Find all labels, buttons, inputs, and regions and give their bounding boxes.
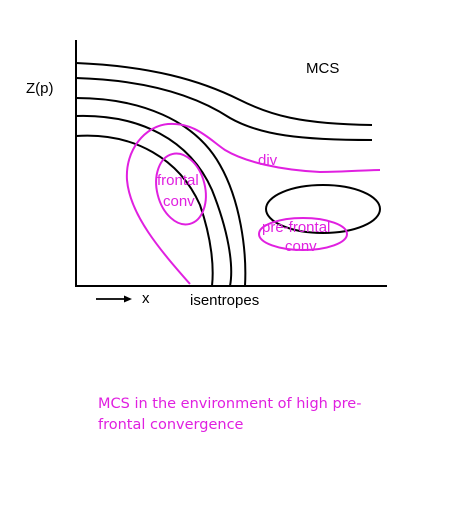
x-axis-label: x [142, 290, 150, 307]
z-axis-label: Z(p) [26, 80, 54, 97]
figure-caption: MCS in the environment of high pre- fron… [98, 394, 418, 436]
isentropes-group [75, 62, 381, 287]
frontal-conv-label-line2: conv [163, 193, 195, 210]
isentrope-1 [75, 62, 373, 126]
div-contour [125, 122, 381, 285]
mcs-ellipse [265, 184, 381, 234]
isentrope-3 [75, 97, 247, 287]
prefrontal-conv-ellipse [258, 217, 348, 251]
frontal-conv-label-line1: frontal [157, 172, 199, 189]
prefrontal-conv-label-line2: conv [285, 238, 317, 255]
mcs-label: MCS [306, 60, 339, 77]
caption-line-1: MCS in the environment of high pre- [98, 396, 362, 412]
frontal-conv-ellipse [155, 152, 207, 226]
isentrope-2 [75, 77, 373, 141]
div-label: div [258, 152, 278, 169]
isentropes-label: isentropes [190, 292, 259, 309]
caption-line-2: frontal convergence [98, 417, 244, 433]
isentrope-4 [75, 114, 233, 287]
prefrontal-conv-label-line1: pre-frontal [262, 219, 330, 236]
isentrope-5 [75, 134, 214, 287]
conv-div-group [125, 122, 381, 285]
x-arrow-icon [96, 295, 132, 303]
